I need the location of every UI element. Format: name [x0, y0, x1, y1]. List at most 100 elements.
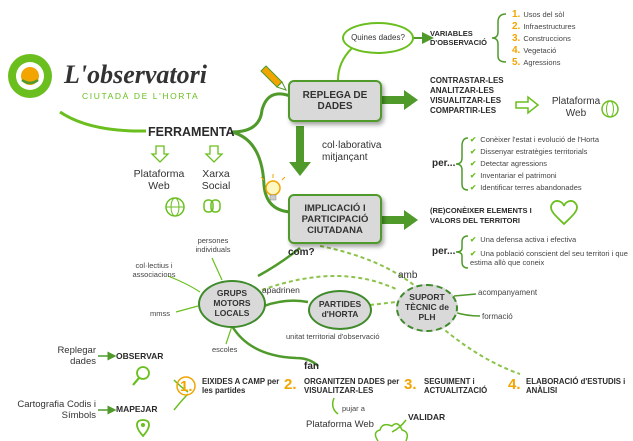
partides-node: PARTIDES d'HORTA: [308, 290, 372, 330]
link-grups-suport-dashed: [261, 275, 399, 291]
step-3-label: SEGUIMENT i ACTUALITZACIÓ: [424, 377, 488, 395]
variable-item: 4.Vegetació: [512, 45, 557, 56]
down-arrow-social: [204, 145, 224, 163]
suport-node: SUPORT TÈCNIC de PLH: [396, 284, 458, 332]
mapejar-label: MAPEJAR: [116, 404, 158, 414]
source-mmss: mmss: [150, 309, 170, 318]
grups-node: GRUPS MOTORS LOCALS: [198, 280, 266, 328]
source-escoles: escoles: [212, 345, 238, 354]
collab-label: col·laborativa mitjançant: [322, 140, 382, 163]
link-ferramenta-replega: [231, 92, 291, 134]
contrast-item: ✔Dissenyar estratègies territorials: [470, 147, 588, 156]
arrow-implicacio-recon: [382, 210, 418, 230]
map-pin-icon: [136, 419, 150, 438]
step-2: 2.: [284, 376, 297, 394]
contrast-item: ✔Detectar agressions: [470, 159, 547, 168]
globe-icon-right: [601, 100, 619, 118]
implicacio-item: ✔Una població conscient del seu territor…: [470, 249, 628, 267]
variables-title: VARIABLES D'OBSERVACIÓ: [430, 29, 487, 47]
link-implicacio-grups: [257, 247, 301, 278]
cloud-icon: [374, 423, 409, 441]
quines-dades-bubble: Quines dades?: [342, 22, 414, 54]
logo-title: L'observatori: [64, 60, 207, 89]
contrast-item: ✔Conèixer l'estat i evolució de l'Horta: [470, 135, 600, 144]
implicacio-box: IMPLICACIÓ I PARTICIPACIÓ CIUTADANA: [288, 194, 382, 244]
contrast-title: CONTRASTAR-LES ANALITZAR-LES VISUALITZAR…: [430, 76, 504, 115]
pujar-label: pujar a: [342, 404, 365, 413]
arrow-contrast-platform: [515, 95, 540, 115]
variable-item: 3.Construccions: [512, 33, 571, 44]
source-colectius: col·lectius i associacions: [132, 261, 176, 279]
variable-item: 2.Infraestructures: [512, 21, 576, 32]
implicacio-item: ✔Una defensa activa i efectiva: [470, 235, 577, 244]
amb-label: amb: [398, 270, 418, 281]
link-mapejar-step1: [173, 393, 189, 411]
link-logo-ferramenta: [59, 110, 147, 133]
social-link-icon: [203, 199, 221, 213]
contrast-item: ✔Inventariar el patrimoni: [470, 171, 557, 180]
per-bracket-bottom: [455, 235, 469, 269]
logo-subtitle: CIUTADÀ DE L'HORTA: [82, 91, 200, 101]
step-1: 1.: [180, 378, 193, 396]
step-4: 4.: [508, 376, 521, 394]
link-suport-acompanyament: [453, 293, 477, 297]
link-implicacio-suport: [319, 245, 416, 287]
step-number: 3.: [404, 376, 417, 393]
replegar-label: Replegar dades: [57, 345, 96, 367]
link-colectius-grups: [167, 275, 201, 293]
step-4-label: ELABORACIÓ d'ESTUDIS i ANÀLISI: [526, 377, 626, 395]
cartografia-label: Cartografia Codis i Símbols: [17, 399, 96, 421]
link-escoles-grups: [225, 325, 233, 345]
down-arrow-web: [150, 145, 170, 163]
source-persones: persones individuals: [195, 236, 231, 254]
link-platform-validar: [391, 419, 407, 433]
magnifier-icon: [132, 366, 150, 386]
step-number: 2.: [284, 376, 297, 393]
com-label: com?: [288, 247, 315, 258]
apadrinen-label: apadrinen: [262, 285, 300, 295]
ferramenta-title: FERRAMENTA: [148, 125, 235, 139]
link-grups-fan: [230, 325, 319, 367]
implicacio-per: per...: [432, 246, 456, 257]
link-observar-step1: [173, 379, 189, 393]
link-suport-formacio: [453, 311, 481, 317]
ferramenta-social: Xarxa Social: [201, 168, 231, 193]
step-1-label: EIXIDES A CAMP per les partides: [202, 377, 280, 395]
validar-label: VALIDAR: [408, 412, 446, 422]
link-ferramenta-implicacio: [231, 130, 291, 214]
platform-bottom: Plataforma Web: [306, 419, 374, 430]
link-replega-bubble: [337, 47, 353, 81]
partides-caption: unitat territorial d'observació: [286, 332, 380, 341]
replega-box: REPLEGA DE DADES: [288, 80, 382, 122]
link-mmss-grups: [175, 305, 199, 313]
logo-icon: [8, 54, 52, 98]
lightbulb-icon: [260, 174, 286, 201]
contrast-per: per...: [432, 158, 456, 169]
link-suport-steps: [439, 325, 521, 375]
pencil-icon: [260, 65, 287, 91]
step-number: 1.: [180, 378, 193, 395]
variable-item: 5.Agressions: [512, 57, 561, 68]
fan-label: fan: [304, 361, 319, 372]
variables-bracket: [491, 13, 507, 63]
arrow-replega-contrast: [382, 90, 418, 110]
heart-icon: [550, 200, 578, 226]
arrow-replega-implicacio: [289, 126, 311, 176]
suport-formacio: formació: [482, 312, 513, 321]
globe-icon: [165, 197, 185, 217]
step-3: 3.: [404, 376, 417, 394]
link-partides-suport: [369, 301, 397, 306]
step-2-label: ORGANITZEN DADES per VISUALITZAR-LES: [304, 377, 400, 395]
suport-acompanyament: acompanyament: [478, 288, 538, 297]
step-number: 4.: [508, 376, 521, 393]
contrast-platform: Plataforma Web: [551, 96, 601, 119]
variable-item: 1.Usos del sòl: [512, 9, 565, 20]
step1-circle-icon: [176, 376, 196, 396]
link-step2-pujar: [331, 397, 339, 415]
ferramenta-web: Plataforma Web: [133, 168, 185, 193]
recon-title: (RE)CONÈIXER ELEMENTS I VALORS DEL TERRI…: [430, 206, 532, 225]
link-grups-partides: [263, 299, 309, 308]
link-persones-grups: [211, 257, 223, 281]
observar-label: OBSERVAR: [116, 351, 164, 361]
